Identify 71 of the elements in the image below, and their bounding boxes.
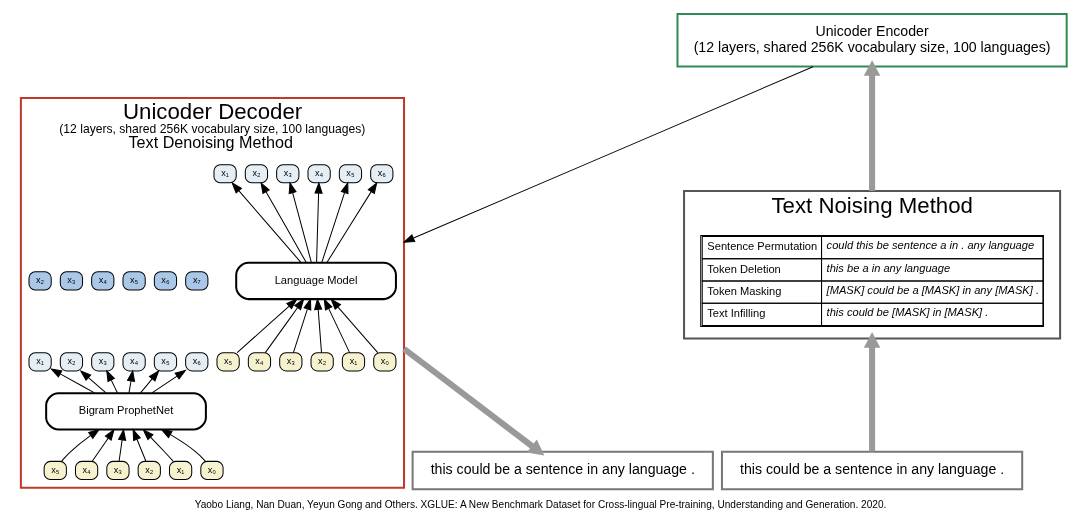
arrow — [49, 367, 95, 393]
label: this could be [MASK] in [MASK] . — [826, 305, 989, 318]
node-box: x₂ — [310, 351, 334, 371]
label: Token Deletion — [707, 262, 781, 275]
label: could this be sentence a in . any language — [826, 238, 1035, 251]
node-box: x₅ — [43, 460, 67, 480]
node-box: x₆ — [153, 270, 178, 291]
arrow — [142, 428, 174, 462]
node-box: Bigram ProphetNet — [45, 391, 207, 431]
node-box: x₄ — [247, 351, 272, 371]
node-box: x₄ — [307, 163, 331, 183]
arrow — [292, 297, 312, 353]
label: Sentence Permutation — [707, 239, 818, 252]
node-box: x₄ — [74, 460, 99, 480]
node-box: x₂ — [244, 163, 269, 183]
node-box: x₃ — [106, 460, 130, 480]
node-box: x₄ — [91, 270, 115, 291]
node-box: x₄ — [122, 351, 146, 371]
node-box: x₇ — [185, 270, 209, 291]
arrow — [330, 297, 379, 353]
node-box: x₅ — [338, 163, 363, 183]
arrow — [314, 297, 323, 353]
arrow — [321, 181, 349, 263]
node-box: x₀ — [200, 460, 224, 480]
node-box: x₁ — [213, 163, 237, 183]
arrow — [236, 297, 298, 353]
node-box: x₅ — [122, 270, 146, 291]
label: [MASK] could be a [MASK] in any [MASK] . — [826, 283, 1039, 296]
caption: Yaobo Liang, Nan Duan, Yeyun Gong and Others. XGLUE: A New Benchmark Dataset for Cross-lingual Pre-training, Understanding and Generation. 2020. — [194, 498, 887, 510]
arrow — [326, 181, 378, 263]
arrow — [288, 181, 312, 263]
arrow — [117, 427, 127, 462]
arrow — [264, 297, 305, 353]
node-box: x₅ — [153, 351, 178, 371]
arrow — [260, 181, 307, 263]
arrow — [402, 345, 545, 455]
arrow — [79, 369, 107, 393]
node-box: x₁ — [28, 351, 52, 371]
arrow — [139, 369, 160, 393]
arrow — [402, 65, 814, 243]
label: Text Infilling — [707, 306, 766, 319]
node-box: x₂ — [28, 270, 52, 291]
arrow — [314, 180, 323, 263]
arrow — [132, 427, 147, 462]
node-box: Language Model — [235, 261, 397, 300]
arrow — [323, 297, 351, 353]
node-box: x₃ — [279, 351, 303, 371]
arrow — [151, 369, 187, 393]
arrow — [61, 428, 101, 462]
node-box: x₀ — [373, 351, 397, 371]
node-box: Unicoder Encoder (12 layers, shared 256K vocabulary size, 100 languages) — [676, 12, 1068, 68]
node-box: x₆ — [185, 351, 209, 371]
label: this be a in any language — [826, 261, 951, 274]
node-box: x₅ — [216, 351, 240, 371]
node-box: x₂ — [137, 460, 161, 480]
arrow — [231, 181, 302, 263]
node-box: this could be a sentence in any language . — [411, 450, 714, 490]
arrow — [106, 369, 118, 393]
label: Token Masking — [707, 284, 782, 297]
node-box: x₁ — [341, 351, 366, 371]
node-box: this could be a sentence in any language . — [720, 450, 1024, 490]
node-box: x₃ — [91, 351, 115, 371]
arrow — [126, 368, 136, 393]
node-box: x₃ — [276, 163, 300, 183]
node-box: x₆ — [370, 163, 394, 183]
node-box: x₃ — [59, 270, 84, 291]
arrow — [160, 428, 206, 462]
node-box: x₁ — [169, 460, 193, 480]
node-box: x₂ — [59, 351, 84, 371]
arrow — [91, 428, 115, 462]
arrow — [863, 59, 881, 191]
